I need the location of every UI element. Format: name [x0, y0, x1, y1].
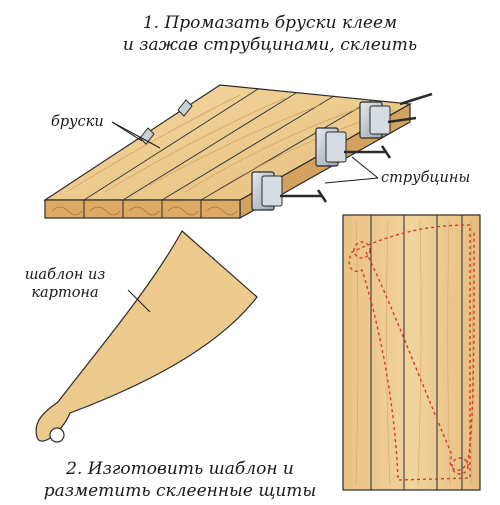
panel-grain — [355, 219, 473, 486]
clamp-3 — [359, 92, 433, 139]
clamps — [251, 92, 433, 211]
marked-panel — [342, 214, 481, 491]
end-grain — [83, 200, 202, 218]
template-marking — [348, 224, 475, 481]
template-label-line1: шаблон из — [24, 267, 106, 283]
clamp-2 — [315, 127, 392, 167]
template-label: шаблон из картона — [20, 266, 110, 302]
clamps-label: струбцины — [381, 170, 471, 186]
step2-caption: 2. Изготовить шаблон и разметить склеенн… — [20, 458, 340, 502]
cardboard-template — [35, 230, 258, 443]
step2-line1: 2. Изготовить шаблон и — [66, 459, 294, 479]
template-hole — [49, 427, 65, 443]
panel-seams — [370, 215, 463, 490]
clamp-1 — [251, 171, 328, 211]
step1-line2: и зажав струбцинами, склеить — [122, 35, 418, 55]
bar-seams — [83, 88, 373, 201]
template-leader — [127, 289, 151, 313]
step1-caption: 1. Промазать бруски клеем и зажав струбц… — [95, 12, 445, 56]
step1-line1: 1. Промазать бруски клеем — [142, 13, 398, 33]
template-label-line2: картона — [31, 285, 99, 301]
step2-line2: разметить склеенные щиты — [43, 481, 317, 501]
clamps-leader — [324, 156, 379, 184]
bars-label: бруски — [51, 114, 104, 130]
bars-leader — [111, 121, 161, 149]
